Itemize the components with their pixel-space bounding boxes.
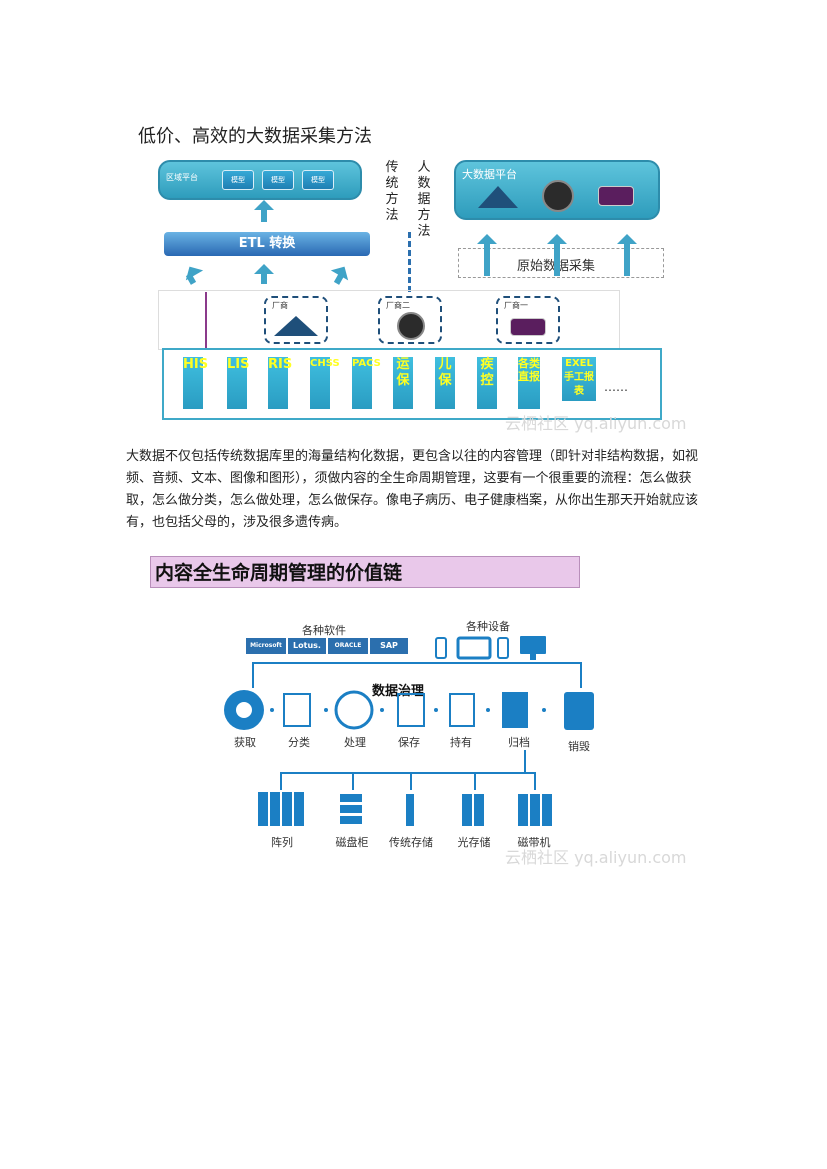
software-logo: ORACLE — [328, 638, 368, 654]
stage-label: 处理 — [344, 736, 366, 749]
system-yunbao: 运保 — [393, 357, 413, 409]
etl-bar: ETL 转换 — [164, 232, 370, 256]
module-1: 模型 — [222, 170, 254, 190]
arrow-stem — [261, 274, 267, 284]
section1-title: 低价、高效的大数据采集方法 — [138, 126, 372, 147]
software-logo: Microsoft — [246, 638, 286, 654]
vendor-node-3: 厂商一 — [496, 296, 560, 344]
stage-label: 分类 — [288, 736, 310, 749]
devices-label: 各种设备 — [466, 620, 510, 633]
section2-title: 内容全生命周期管理的价值链 — [150, 556, 580, 588]
arrow-stem — [554, 244, 560, 276]
circle-node-icon — [542, 180, 574, 212]
system-erbao: 儿保 — [435, 357, 455, 409]
systems-panel — [162, 348, 662, 420]
stage-label: 持有 — [450, 736, 472, 749]
arrow-up-icon — [547, 234, 567, 244]
governance-label: 数据治理 — [372, 684, 425, 699]
software-label: 各种软件 — [302, 624, 346, 637]
system-his: HIS — [183, 357, 208, 409]
stage-label: 获取 — [234, 736, 256, 749]
arrow-stem — [261, 210, 267, 222]
system-ris: RIS — [268, 357, 292, 409]
storage-label: 磁盘柜 — [335, 836, 369, 849]
stage-label: 归档 — [508, 736, 530, 749]
storage-label: 光存储 — [457, 836, 491, 849]
arrow-up-icon — [254, 200, 274, 210]
module-2: 模型 — [262, 170, 294, 190]
more-systems: …… — [604, 380, 628, 394]
rect-node-icon — [510, 318, 546, 336]
traditional-method-label: 传统方法 — [385, 160, 399, 223]
governance-line — [580, 662, 582, 688]
governance-line — [252, 662, 582, 664]
left-platform-label: 区域平台 — [166, 173, 198, 182]
ai-method-label: 人数据方法 — [417, 160, 431, 239]
watermark: 云栖社区 yq.aliyun.com — [505, 848, 687, 867]
tree-line — [352, 772, 354, 790]
storage-label: 磁带机 — [517, 836, 551, 849]
system-zhibao: 各类直报 — [518, 357, 540, 409]
vendor-label: 厂商 — [272, 301, 288, 310]
left-platform: 区域平台 模型 模型 模型 — [158, 160, 362, 200]
watermark: 云栖社区 yq.aliyun.com — [505, 414, 687, 433]
vendor-label: 厂商二 — [386, 301, 410, 310]
triangle-node-icon — [478, 186, 518, 208]
system-chss: CHSS — [310, 357, 340, 409]
triangle-node-icon — [274, 316, 318, 336]
arrow-up-icon — [617, 234, 637, 244]
storage-label: 传统存储 — [389, 836, 433, 849]
storage-icons — [258, 792, 552, 826]
governance-line — [252, 662, 254, 688]
vendor-node-2: 厂商二 — [378, 296, 442, 344]
tree-line — [534, 772, 536, 790]
system-pacs: PACS — [352, 357, 381, 409]
arrow-stem — [333, 273, 345, 285]
system-jikong: 疾控 — [477, 357, 497, 409]
arrow-stem — [484, 244, 490, 276]
right-platform: 大数据平台 — [454, 160, 660, 220]
module-3: 模型 — [302, 170, 334, 190]
vendor-node-1: 厂商 — [264, 296, 328, 344]
rect-node-icon — [598, 186, 634, 206]
tree-line — [524, 750, 526, 774]
system-excel: EXEL手工报表 — [562, 357, 596, 401]
storage-label: 阵列 — [271, 836, 293, 849]
tree-line — [474, 772, 476, 790]
software-logo: Lotus. — [288, 638, 326, 654]
tree-line — [280, 772, 536, 774]
tree-line — [280, 772, 282, 790]
vendor-label: 厂商一 — [504, 301, 528, 310]
stage-label: 保存 — [398, 736, 420, 749]
body-paragraph: 大数据不仅包括传统数据库里的海量结构化数据，更包含以往的内容管理（即针对非结构数… — [126, 449, 699, 530]
method-divider — [408, 232, 411, 292]
software-logo: SAP — [370, 638, 408, 654]
circle-node-icon — [397, 312, 425, 340]
arrow-up-icon — [254, 264, 274, 274]
stage-icons — [224, 690, 594, 730]
tree-line — [410, 772, 412, 790]
arrow-up-icon — [477, 234, 497, 244]
purple-line — [205, 292, 207, 348]
devices-icons — [435, 636, 546, 660]
right-platform-label: 大数据平台 — [462, 168, 517, 181]
system-lis: LIS — [227, 357, 249, 409]
stage-label: 销毁 — [568, 740, 590, 753]
arrow-stem — [624, 244, 630, 276]
